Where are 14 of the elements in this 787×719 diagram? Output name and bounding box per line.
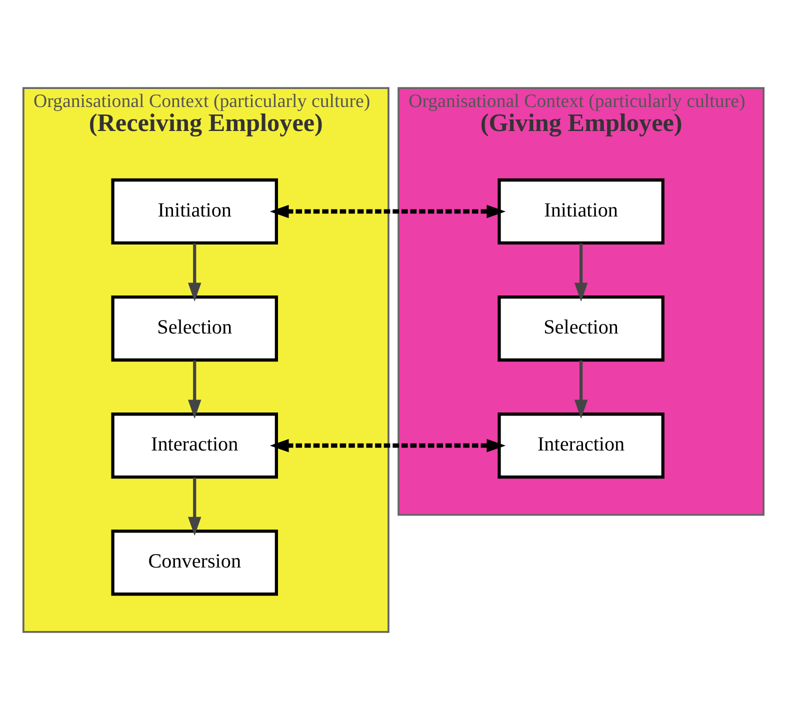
arrow	[270, 204, 506, 218]
arrow	[188, 477, 202, 536]
arrow	[270, 438, 506, 452]
node-box: Selection	[498, 294, 664, 362]
node-box: Initiation	[498, 178, 664, 244]
arrow	[574, 242, 588, 302]
node-box: Initiation	[111, 178, 278, 244]
node-box: Conversion	[111, 529, 278, 596]
arrow	[188, 360, 202, 418]
arrow	[188, 242, 202, 302]
node-box: Selection	[111, 294, 278, 362]
node-box: Interaction	[498, 412, 664, 478]
arrow	[574, 360, 588, 418]
node-box: Interaction	[111, 412, 278, 478]
